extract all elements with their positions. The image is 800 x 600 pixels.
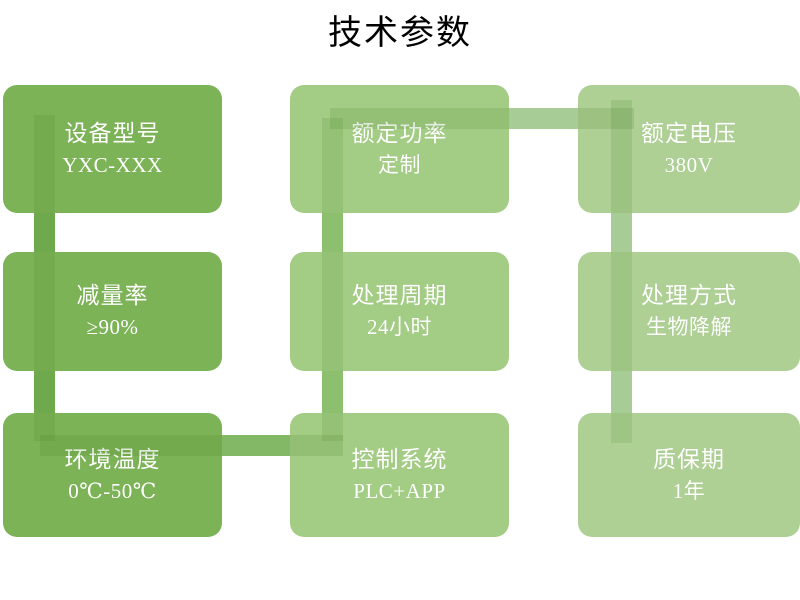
- card-value: 1年: [672, 478, 706, 503]
- connector-vertical-cycle-to-control: [322, 355, 343, 430]
- card-ambient-temperature[interactable]: 环境温度 0℃-50℃: [3, 413, 222, 537]
- card-title: 额定电压: [641, 120, 737, 146]
- card-value: 24小时: [367, 315, 432, 339]
- card-control-system[interactable]: 控制系统 PLC+APP: [290, 413, 509, 537]
- card-title: 处理周期: [351, 283, 448, 308]
- card-value: 0℃-50℃: [68, 478, 157, 503]
- page-title: 技术参数: [328, 15, 472, 52]
- card-title: 环境温度: [64, 446, 161, 472]
- connector-vertical-reduction-to-temperature: [34, 355, 55, 430]
- card-value: YXC-XXX: [62, 152, 163, 177]
- card-processing-cycle[interactable]: 处理周期 24小时: [290, 252, 509, 371]
- card-value: 定制: [378, 152, 421, 177]
- card-processing-method[interactable]: 处理方式 生物降解: [578, 252, 800, 371]
- card-rated-power[interactable]: 额定功率 定制: [290, 85, 509, 213]
- card-value: 380V: [664, 152, 714, 177]
- card-value: PLC+APP: [353, 478, 446, 503]
- card-title: 处理方式: [641, 283, 737, 308]
- card-title: 设备型号: [64, 120, 161, 146]
- connector-vertical-method-to-warranty: [611, 355, 632, 430]
- card-reduction-rate[interactable]: 减量率 ≥90%: [3, 252, 222, 371]
- card-rated-voltage[interactable]: 额定电压 380V: [578, 85, 800, 213]
- card-title: 质保期: [653, 446, 725, 472]
- card-device-model[interactable]: 设备型号 YXC-XXX: [3, 85, 222, 213]
- card-value: ≥90%: [86, 315, 139, 339]
- card-warranty-period[interactable]: 质保期 1年: [578, 413, 800, 537]
- card-title: 额定功率: [351, 120, 448, 146]
- card-title: 控制系统: [351, 446, 448, 472]
- card-title: 减量率: [76, 283, 149, 308]
- card-value: 生物降解: [646, 315, 732, 339]
